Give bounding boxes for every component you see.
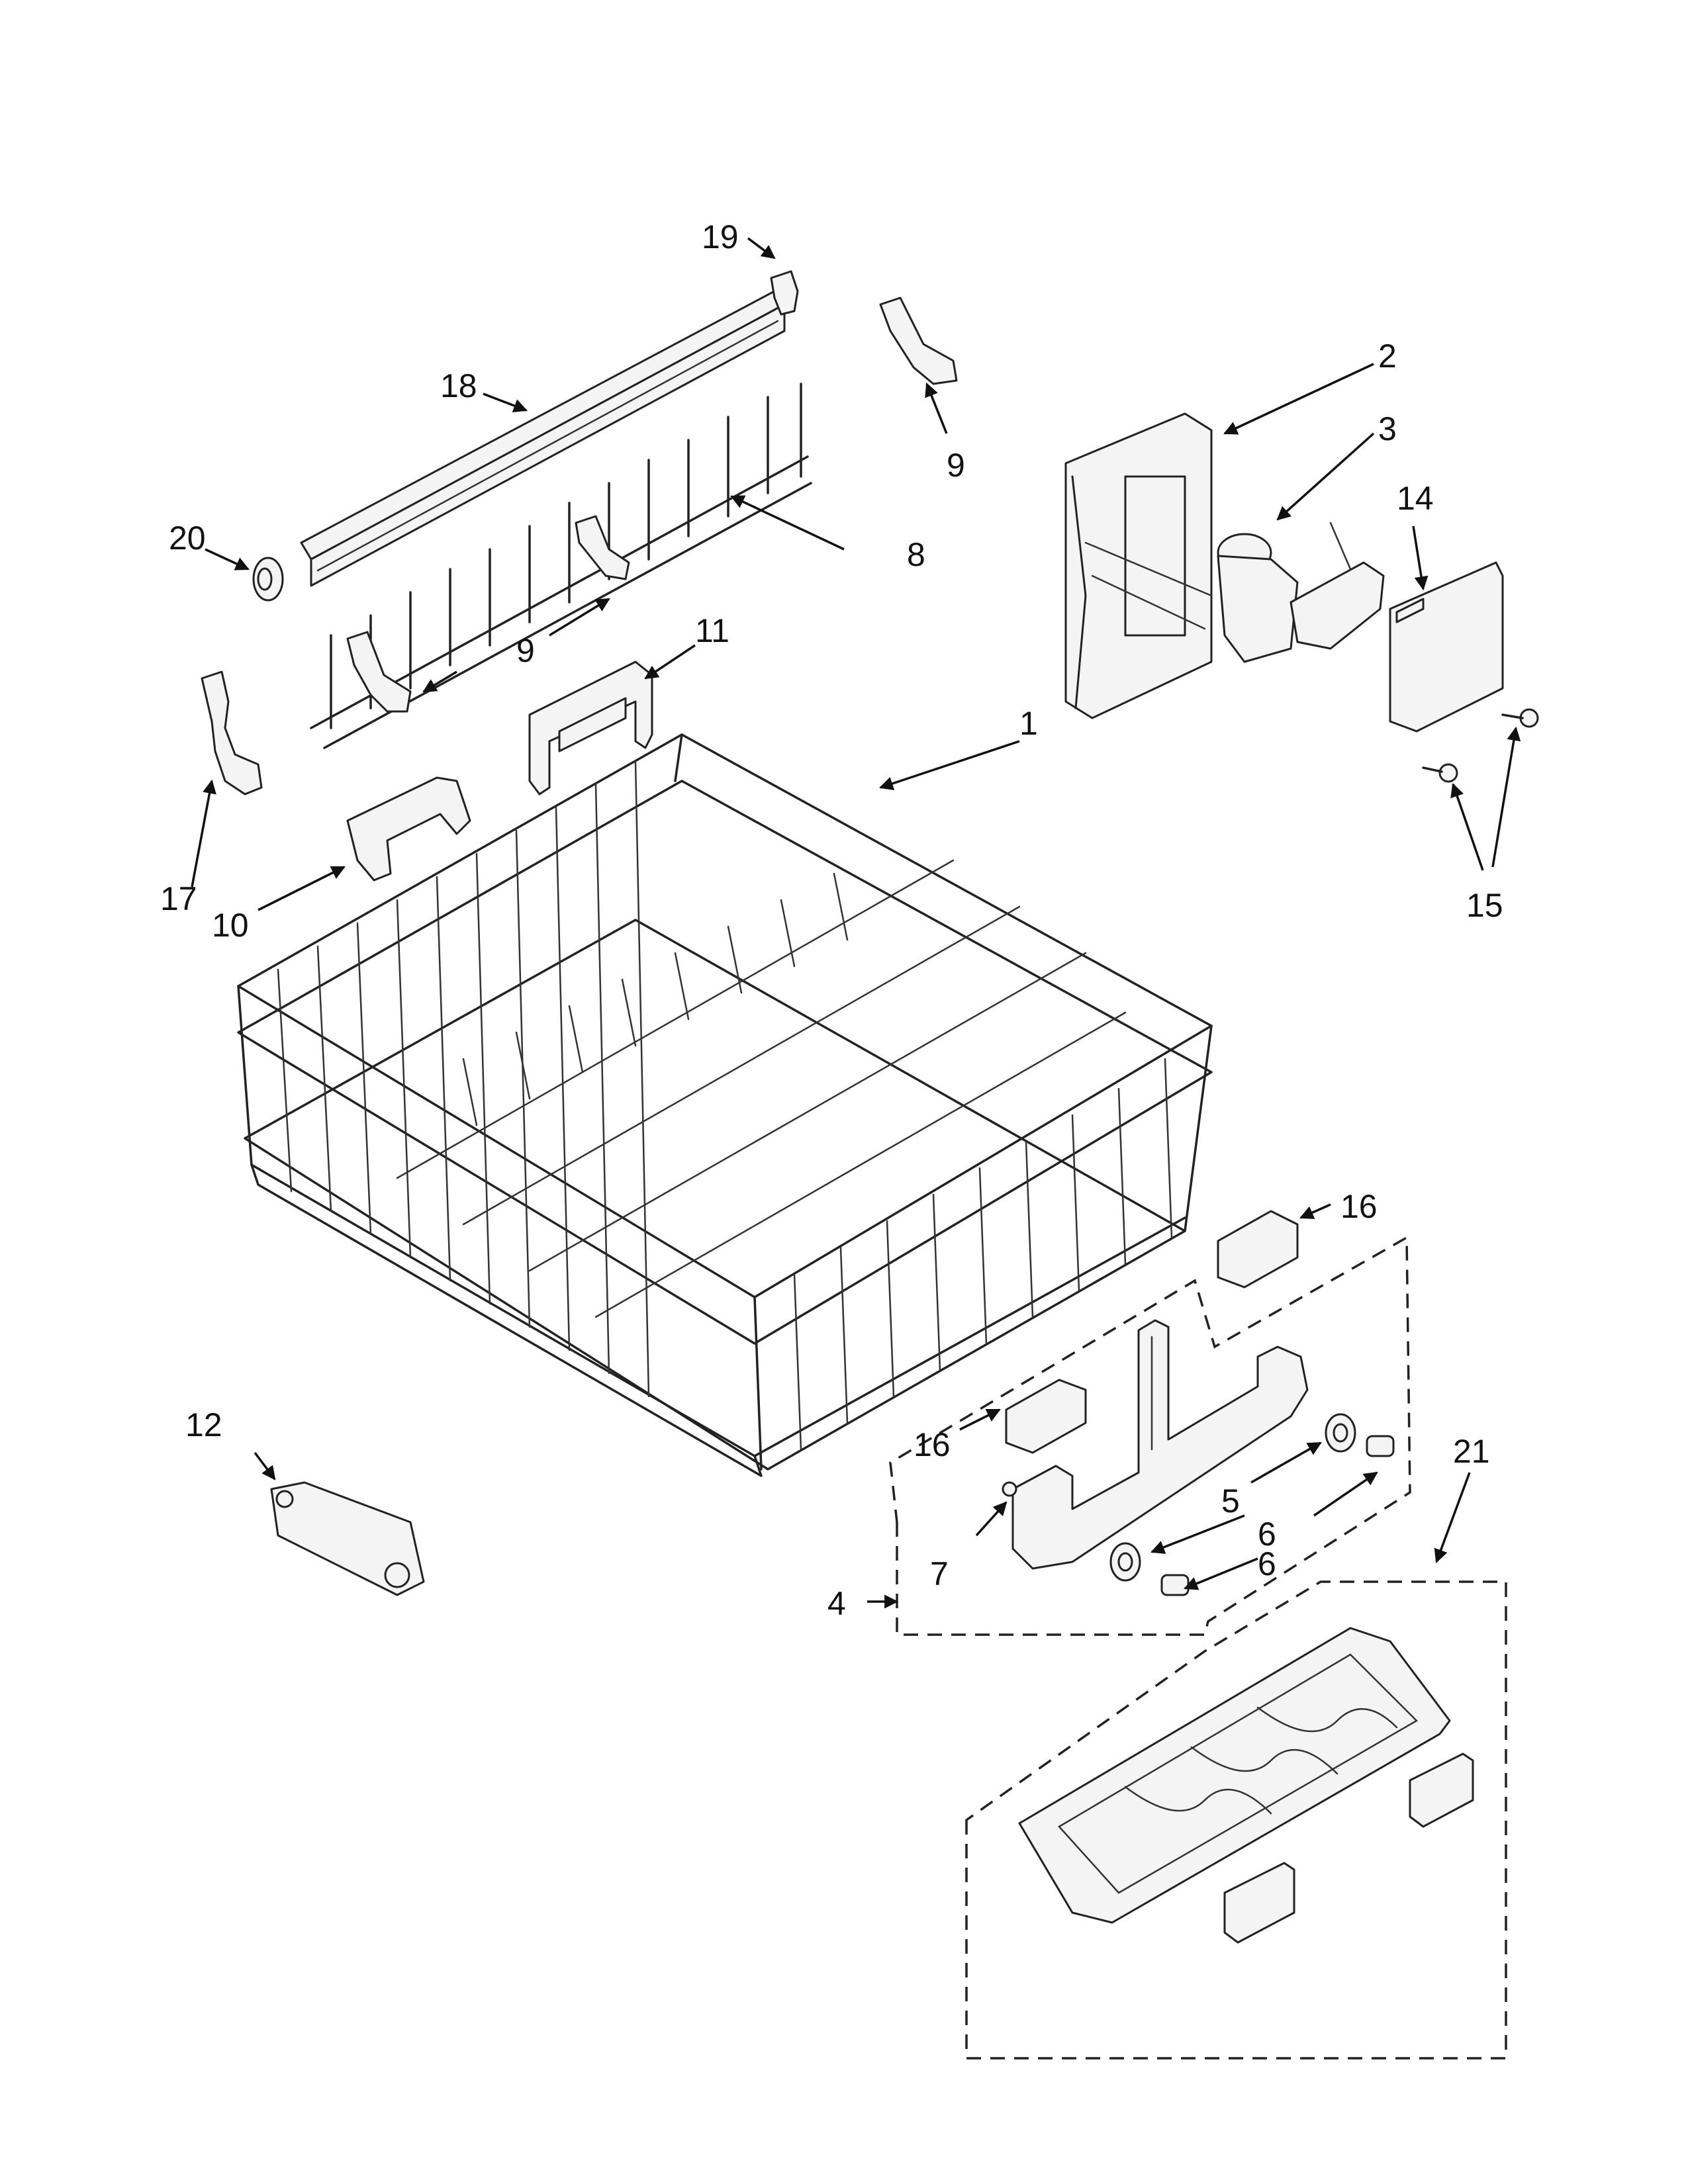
callout-label: 19	[702, 218, 739, 255]
callout-label: 16	[914, 1426, 951, 1463]
part-bracket-small	[346, 776, 471, 882]
part-pin	[1002, 1481, 1017, 1497]
callout-label: 9	[516, 632, 535, 669]
part-wheel	[1109, 1413, 1356, 1582]
part-housing	[1064, 412, 1213, 719]
leader-lines	[191, 237, 1521, 1609]
callout-label: 20	[169, 520, 206, 557]
callout-label: 11	[695, 612, 729, 649]
part-bracket	[528, 660, 653, 796]
part-rail-bar	[300, 290, 786, 587]
part-end-clip	[770, 270, 799, 316]
callout-label: 12	[185, 1406, 222, 1443]
callout-label: 9	[947, 447, 965, 484]
callout-label: 21	[1453, 1433, 1490, 1470]
callout-label: 6	[1258, 1545, 1276, 1582]
callout-label: 18	[440, 367, 477, 404]
part-clip-16	[1005, 1210, 1299, 1454]
callout-label: 4	[827, 1585, 846, 1622]
callout-label: 10	[212, 907, 249, 944]
part-shelf	[1018, 1627, 1451, 1924]
dashed-group-21	[965, 1580, 1507, 2060]
part-shelf-bracket	[1223, 1752, 1474, 1944]
dashed-group-4	[889, 1236, 1411, 1636]
part-adjuster-assembly	[1011, 1319, 1309, 1570]
callout-label: 17	[160, 880, 197, 917]
part-rack-basket	[237, 733, 1213, 1477]
callout-label: 8	[907, 536, 925, 573]
callout-label: 7	[930, 1555, 949, 1592]
part-cover	[1389, 561, 1504, 733]
callout-label: 6	[1258, 1516, 1276, 1553]
part-latch	[201, 670, 263, 796]
callout-label: 15	[1466, 887, 1503, 924]
part-hinge-clip	[346, 296, 958, 713]
callout-label: 5	[1221, 1482, 1240, 1520]
callout-label: 2	[1378, 338, 1397, 375]
callout-label: 1	[1019, 705, 1038, 742]
part-screw	[1422, 708, 1539, 783]
part-diverter	[1217, 522, 1385, 663]
part-rack-adjuster	[270, 1481, 425, 1596]
callout-label: 14	[1397, 480, 1434, 517]
callout-label: 16	[1340, 1188, 1378, 1225]
callout-label: 3	[1378, 410, 1397, 447]
part-end-cap	[252, 557, 284, 602]
